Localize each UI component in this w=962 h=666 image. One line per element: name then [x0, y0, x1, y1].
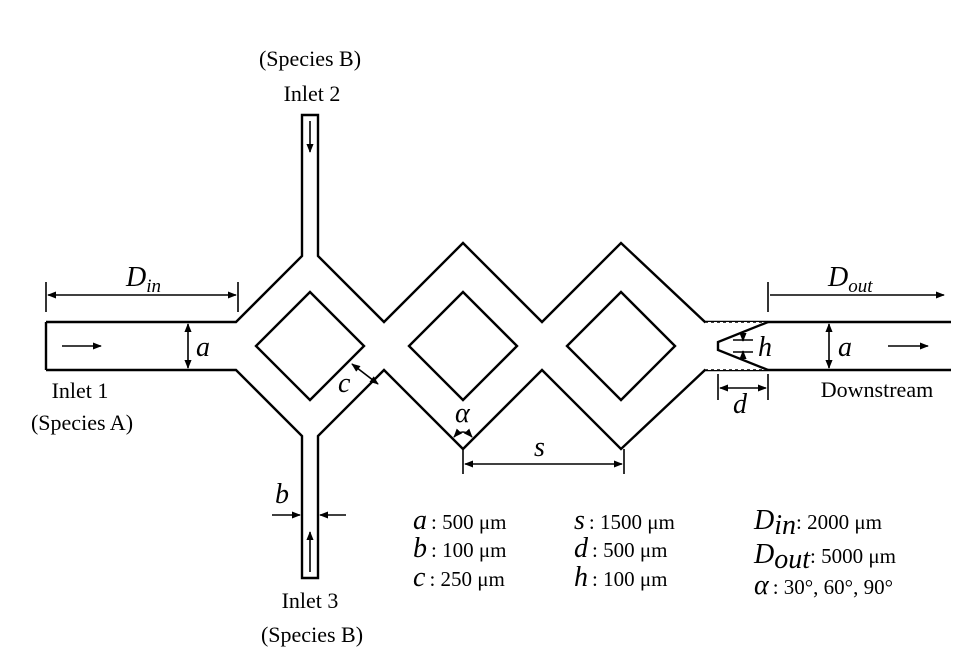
param-d: d: 500 μm	[574, 533, 667, 564]
dimension-labels: Din Dout a a c α s b h d	[125, 262, 873, 510]
alpha-arc	[453, 428, 473, 438]
constriction-wall	[716, 320, 769, 372]
outlet-constriction	[705, 320, 769, 372]
inlet2-label: Inlet 2	[284, 81, 341, 106]
b-label: b	[275, 479, 289, 510]
island-2	[407, 290, 519, 402]
dout-label: Dout	[827, 262, 873, 297]
downstream-label: Downstream	[821, 377, 933, 402]
d-label: d	[733, 389, 748, 420]
island-1	[254, 290, 366, 402]
param-din: Din: 2000 μm	[753, 505, 882, 541]
param-s: s: 1500 μm	[574, 505, 675, 536]
inlet3-label: Inlet 3	[282, 588, 339, 613]
island-3	[565, 290, 677, 402]
alpha-label: α	[455, 398, 471, 429]
port-labels: (Species B) Inlet 2 Inlet 1 (Species A) …	[31, 46, 933, 647]
c-label: c	[338, 368, 351, 399]
flow-arrows	[62, 121, 929, 572]
param-a: a: 500 μm	[413, 505, 506, 536]
inlet1-species-label: (Species A)	[31, 410, 133, 435]
h-label: h	[758, 332, 772, 363]
param-h: h: 100 μm	[574, 562, 667, 593]
parameter-table: a: 500 μm b: 100 μm c: 250 μm s: 1500 μm…	[413, 505, 896, 601]
s-label: s	[534, 432, 545, 463]
param-dout: Dout: 5000 μm	[753, 539, 896, 575]
channel-outline	[44, 113, 951, 580]
outer-bottom-wall	[46, 368, 951, 580]
outer-top-wall	[46, 113, 951, 324]
param-alpha: α: 30°, 60°, 90°	[754, 570, 893, 601]
a-label-left: a	[196, 332, 210, 363]
inlet3-species-label: (Species B)	[261, 622, 363, 647]
a-label-right: a	[838, 332, 852, 363]
inlet1-label: Inlet 1	[52, 378, 109, 403]
param-c: c: 250 μm	[413, 562, 505, 593]
dimension-markers	[45, 282, 945, 519]
din-label: Din	[125, 262, 161, 297]
param-b: b: 100 μm	[413, 533, 506, 564]
c-dimension	[351, 363, 379, 385]
inlet2-species-label: (Species B)	[259, 46, 361, 71]
